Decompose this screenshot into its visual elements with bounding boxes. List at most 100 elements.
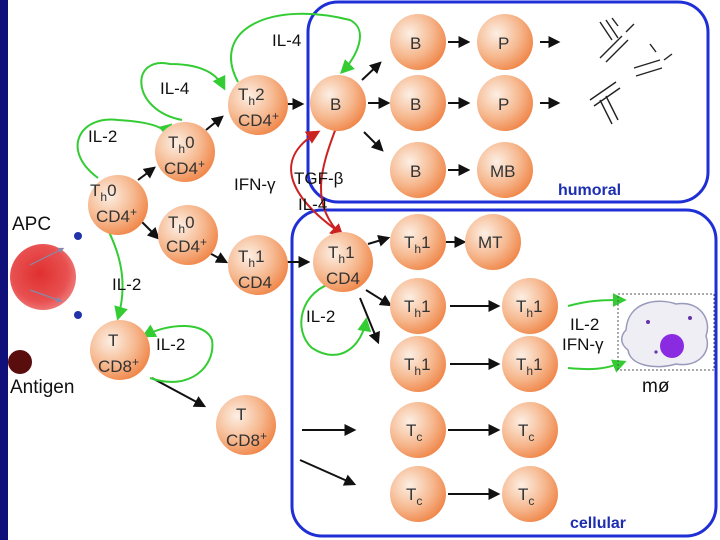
arrow xyxy=(205,115,224,131)
green-arrow-il2-tcell xyxy=(141,324,214,383)
left-accent-bar xyxy=(0,0,8,540)
svg-text:B: B xyxy=(410,34,421,53)
apc-label: APC xyxy=(12,214,51,235)
cell-th0-b: Th0 CD4+ xyxy=(155,122,215,182)
macrophage-icon xyxy=(621,300,709,368)
macrophage-nucleus-icon xyxy=(660,334,684,358)
svg-text:MB: MB xyxy=(490,162,516,181)
cell-th1-b: Th1 CD4 xyxy=(313,232,373,292)
cell-tc4: Tc xyxy=(502,466,558,522)
arrow xyxy=(137,166,156,181)
arrow xyxy=(299,459,357,486)
arrow xyxy=(363,131,384,152)
humoral-label: humoral xyxy=(558,182,621,199)
cell-b1: B xyxy=(390,14,446,70)
cellular-label: cellular xyxy=(570,515,626,532)
cell-b2: B xyxy=(390,75,446,131)
cytokine-ifn-left: IFN-γ xyxy=(234,175,276,194)
svg-text:Th0: Th0 xyxy=(168,213,195,236)
red-arrows xyxy=(290,127,349,239)
arrow xyxy=(151,377,207,408)
svg-text:P: P xyxy=(498,95,509,114)
cell-b-center: B xyxy=(310,75,366,131)
svg-text:CD8+: CD8+ xyxy=(98,355,139,376)
arrow xyxy=(361,61,382,81)
cell-b3: B xyxy=(390,142,446,198)
svg-text:Th1: Th1 xyxy=(516,355,543,378)
cytokine-il2-tcell: IL-2 xyxy=(156,335,185,354)
svg-text:CD4: CD4 xyxy=(238,273,272,292)
green-arrow-il2-th1 xyxy=(300,281,372,356)
cell-th2: Th2 CD4+ xyxy=(228,75,288,135)
cell-th1-d: Th1 xyxy=(390,278,446,334)
apc-inner-arrow xyxy=(29,247,65,266)
cytokine-il2-right: IL-2 xyxy=(570,315,599,334)
cell-t-cd8-a: T CD8+ xyxy=(90,320,150,380)
svg-text:MT: MT xyxy=(478,233,503,252)
svg-text:CD4+: CD4+ xyxy=(96,205,137,226)
svg-text:Th0: Th0 xyxy=(168,133,195,156)
cell-th0-c: Th0 CD4+ xyxy=(158,205,218,265)
green-arrow-il4-left xyxy=(140,62,226,121)
humoral-box xyxy=(306,0,710,204)
svg-text:CD4: CD4 xyxy=(326,269,360,288)
cytokine-ifn-right: IFN-γ xyxy=(562,335,604,354)
svg-text:Tc: Tc xyxy=(406,485,422,508)
svg-text:Th0: Th0 xyxy=(90,181,117,204)
svg-text:Tc: Tc xyxy=(518,485,534,508)
cellular-box xyxy=(290,208,718,538)
antibody-icon xyxy=(589,81,621,125)
macrophage-frame xyxy=(617,293,715,371)
cell-p2: P xyxy=(477,75,533,131)
antigen-label: Antigen xyxy=(10,377,74,398)
svg-text:Th1: Th1 xyxy=(238,247,265,270)
svg-text:B: B xyxy=(330,95,341,114)
apc-receptor-icon xyxy=(74,311,82,319)
black-arrows xyxy=(137,36,561,500)
apc-receptor-icon xyxy=(74,232,82,240)
cell-th1-c: Th1 xyxy=(390,214,446,270)
cytokine-il4-mid: IL-4 xyxy=(298,195,327,214)
cell-mb: MB xyxy=(477,142,533,198)
svg-text:CD4+: CD4+ xyxy=(164,157,205,178)
green-arrow-il2-upper xyxy=(76,118,173,179)
antibody-icon xyxy=(633,43,673,77)
svg-text:T: T xyxy=(108,331,118,350)
arrow xyxy=(365,289,393,307)
svg-text:Th1: Th1 xyxy=(516,297,543,320)
cell-t-cd8-b: T CD8+ xyxy=(216,395,276,455)
macrophage-granule-icon xyxy=(688,316,692,320)
arrow xyxy=(359,297,380,345)
cell-p1: P xyxy=(477,14,533,70)
apc-cell xyxy=(10,244,76,310)
macrophage-label: mø xyxy=(642,376,670,397)
cell-th1-a: Th1 CD4 xyxy=(228,235,288,295)
svg-text:Tc: Tc xyxy=(518,421,534,444)
cell-tc3: Tc xyxy=(390,466,446,522)
cell-th0-a: Th0 CD4+ xyxy=(88,175,148,235)
green-arrow-ifn-right xyxy=(567,359,627,373)
antigen-icon xyxy=(8,350,32,374)
svg-text:Th2: Th2 xyxy=(238,85,265,108)
svg-text:B: B xyxy=(410,95,421,114)
green-arrow-il2-down xyxy=(107,229,128,321)
svg-text:T: T xyxy=(236,405,246,424)
green-arrow-il2-right xyxy=(567,293,627,308)
cytokine-tgf: TGF-β xyxy=(294,169,344,188)
cell-th1-g: Th1 xyxy=(502,336,558,392)
cytokine-il4-left: IL-4 xyxy=(160,79,189,98)
apc-inner-arrow xyxy=(29,289,63,303)
svg-text:P: P xyxy=(498,34,509,53)
cytokine-il2-lower: IL-2 xyxy=(112,275,141,294)
svg-text:CD4+: CD4+ xyxy=(166,235,207,256)
svg-text:Tc: Tc xyxy=(406,421,422,444)
svg-text:Th1: Th1 xyxy=(328,243,355,266)
macrophage-granule-icon xyxy=(654,350,658,354)
svg-text:Th1: Th1 xyxy=(404,355,431,378)
green-arrow-il4-top xyxy=(230,12,361,83)
macrophage-granule-icon xyxy=(646,320,650,324)
svg-text:CD4+: CD4+ xyxy=(238,109,279,130)
red-arrow xyxy=(320,127,345,238)
svg-text:B: B xyxy=(410,162,421,181)
